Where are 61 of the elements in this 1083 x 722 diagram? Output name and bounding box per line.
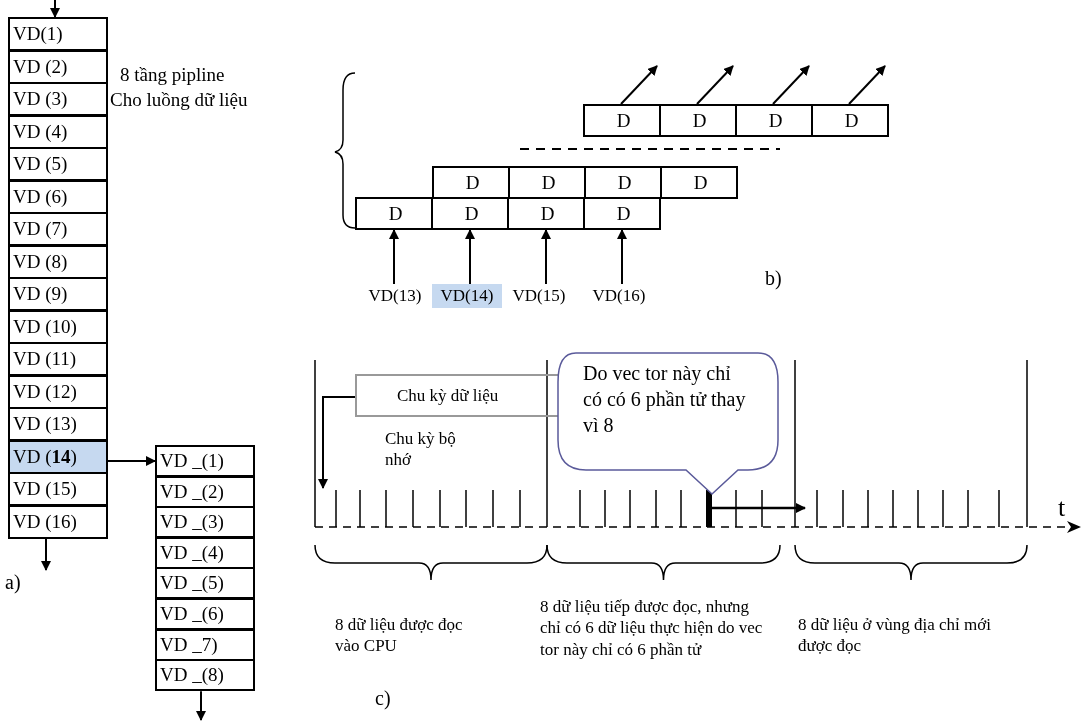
pipeline-stage-cell: D <box>660 166 738 199</box>
register-cell: VD _(6) <box>155 598 255 630</box>
pipeline-stage-cell: D <box>583 197 661 230</box>
register-label: VD(15) <box>504 284 574 308</box>
register-label: VD(14) <box>432 284 502 308</box>
register-cell: VD _7) <box>155 628 255 661</box>
register-cell: VD _(3) <box>155 506 255 539</box>
arrow <box>107 456 156 466</box>
pipeline-stage-cell: D <box>583 104 661 137</box>
register-cell: VD (12) <box>8 374 108 409</box>
register-cell: VD (5) <box>8 147 108 181</box>
label-box: Chu kỳ dữ liệu <box>355 374 560 417</box>
pipeline-stage-cell: D <box>659 104 737 137</box>
arrow <box>41 537 51 571</box>
register-cell: VD (3) <box>8 82 108 116</box>
register-cell: VD (15) <box>8 472 108 506</box>
pipeline-stage-cell: D <box>355 197 433 230</box>
register-cell: VD (10) <box>8 309 108 344</box>
pipeline-stage-cell: D <box>432 166 510 199</box>
register-cell: VD(1) <box>8 17 108 51</box>
register-cell: VD (16) <box>8 504 108 539</box>
register-cell: VD _(2) <box>155 475 255 508</box>
register-cell: VD (8) <box>8 244 108 279</box>
arrow <box>617 229 627 285</box>
speech-bubble: Do vec tor này chỉ có có 6 phần tử thay vì 8 <box>556 352 780 496</box>
register-cell: VD (2) <box>8 49 108 84</box>
register-label: VD(13) <box>360 284 430 308</box>
register-label: VD(16) <box>584 284 654 308</box>
axis-label: t <box>1058 492 1066 524</box>
register-cell: VD _(1) <box>155 445 255 477</box>
arrow <box>696 65 734 105</box>
annotation-text: Chu kỳ bộ nhớ <box>385 428 457 471</box>
annotation-text: 8 dữ liệu ở vùng địa chỉ mới được đọc <box>798 614 992 657</box>
annotation-text: Cho luồng dữ liệu <box>110 88 248 112</box>
arrow <box>389 229 399 285</box>
panel-label: a) <box>5 570 21 595</box>
arrow <box>196 690 206 721</box>
register-cell: VD (9) <box>8 277 108 311</box>
arrow <box>620 65 658 105</box>
register-cell: VD _(8) <box>155 659 255 692</box>
leader-line <box>318 396 356 489</box>
annotation-text: 8 dữ liệu tiếp được đọc, nhưng chỉ có 6 dữ liệu thực hiện do vec tor này chỉ có 6 phần tử <box>540 596 764 660</box>
register-cell: VD _(5) <box>155 567 255 600</box>
register-cell: VD _(4) <box>155 536 255 569</box>
register-cell: VD (7) <box>8 212 108 246</box>
register-cell: VD (6) <box>8 179 108 214</box>
arrow <box>50 0 60 18</box>
panel-label: b) <box>765 266 782 291</box>
register-cell: VD (11) <box>8 342 108 376</box>
register-cell: VD (4) <box>8 114 108 149</box>
arrow <box>465 229 475 285</box>
pipeline-stage-cell: D <box>811 104 889 137</box>
arrow <box>848 65 886 105</box>
pipeline-stage-cell: D <box>735 104 813 137</box>
register-cell: VD (14) <box>8 439 108 474</box>
panel-label: c) <box>375 686 391 711</box>
annotation-text: 8 dữ liệu được đọc vào CPU <box>335 614 464 657</box>
arrow <box>541 229 551 285</box>
register-cell: VD (13) <box>8 407 108 441</box>
arrow <box>772 65 810 105</box>
annotation-text: 8 tầng pipline <box>120 63 225 87</box>
